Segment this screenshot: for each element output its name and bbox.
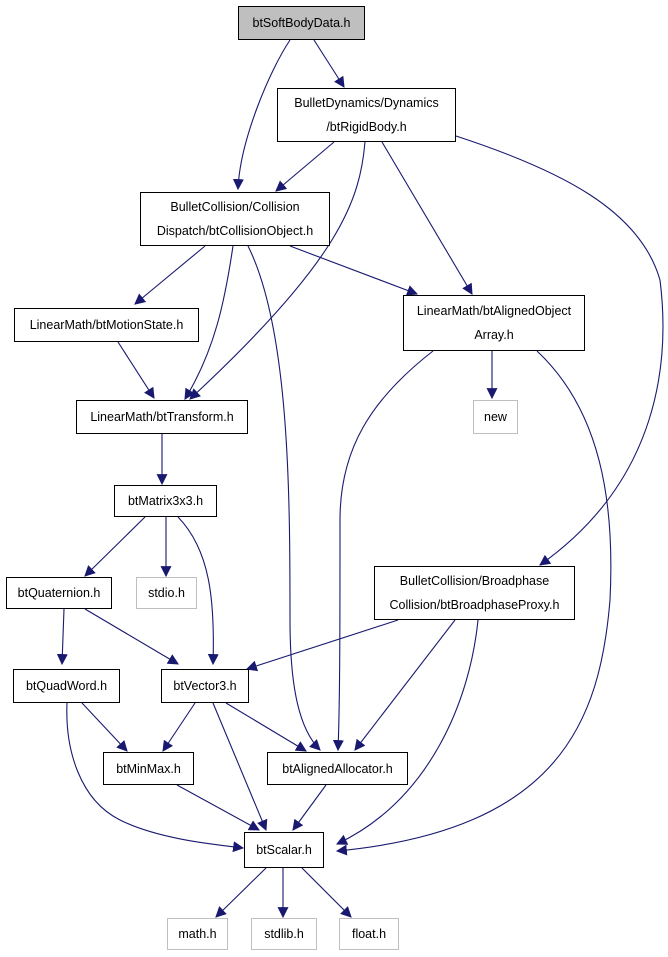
edge-vector3-to-minmax: [162, 702, 196, 752]
node-btscalar[interactable]: btScalar.h: [244, 832, 324, 868]
edge-alignedallocator-to-scalar: [292, 784, 327, 831]
edge-collisionobject-to-motionstate: [134, 245, 206, 305]
edge-softbody-to-rigidbody: [313, 39, 345, 88]
edge-alignedobjectarray-to-alignedallocator: [332, 350, 434, 752]
node-stdlib[interactable]: stdlib.h: [251, 918, 317, 950]
node-btquaternion[interactable]: btQuaternion.h: [6, 577, 112, 609]
node-float[interactable]: float.h: [339, 918, 399, 950]
edge-rigidbody-to-alignedobjectarray: [381, 141, 473, 295]
edge-collisionobject-to-alignedobjectarray: [289, 245, 419, 296]
edge-minmax-to-scalar: [176, 784, 260, 831]
edge-broadphaseproxy-to-alignedallocator: [354, 619, 456, 751]
edge-collisionobject-to-alignedallocator: [247, 245, 321, 751]
edge-scalar-to-math: [215, 867, 267, 918]
edge-quaternion-to-quadword: [56, 608, 68, 666]
node-btrigidbody[interactable]: BulletDynamics/Dynamics /btRigidBody.h: [277, 88, 456, 142]
edge-softbody-to-collisionobject: [232, 39, 291, 191]
node-btmatrix3x3[interactable]: btMatrix3x3.h: [114, 485, 217, 517]
node-btbroadphaseproxy[interactable]: BulletCollision/Broadphase Collision/btB…: [374, 566, 575, 620]
node-btalignedallocator[interactable]: btAlignedAllocator.h: [267, 752, 408, 785]
edge-vector3-to-scalar: [212, 702, 268, 832]
node-btsoftbodydata[interactable]: btSoftBodyData.h: [238, 6, 365, 40]
node-btmotionstate[interactable]: LinearMath/btMotionState.h: [14, 308, 199, 342]
edge-motionstate-to-transform: [117, 341, 155, 399]
edge-quaternion-to-vector3: [84, 608, 179, 665]
edge-alignedobjectarray-to-scalar: [335, 350, 612, 856]
edge-rigidbody-to-broadphaseproxy: [455, 135, 664, 566]
node-new[interactable]: new: [473, 400, 518, 434]
edge-matrix3x3-to-quaternion: [84, 516, 146, 577]
edge-quadword-to-minmax: [81, 702, 128, 752]
edge-rigidbody-to-transform: [189, 141, 366, 400]
node-btalignedobjectarray[interactable]: LinearMath/btAlignedObject Array.h: [403, 295, 585, 351]
node-btminmax[interactable]: btMinMax.h: [103, 752, 194, 785]
node-btcollisionobject[interactable]: BulletCollision/Collision Dispatch/btCol…: [140, 192, 330, 246]
edge-rigidbody-to-collisionobject: [275, 141, 335, 192]
node-btvector3[interactable]: btVector3.h: [161, 669, 249, 703]
edge-quadword-to-scalar: [66, 702, 245, 853]
edge-broadphaseproxy-to-vector3: [245, 619, 399, 672]
node-stdio[interactable]: stdio.h: [136, 577, 197, 609]
node-math[interactable]: math.h: [167, 918, 228, 950]
edge-scalar-to-float: [301, 867, 352, 918]
edge-broadphaseproxy-to-scalar: [336, 619, 479, 845]
edge-matrix3x3-to-vector3: [177, 516, 219, 666]
edge-collisionobject-to-transform: [184, 245, 234, 400]
node-btquadword[interactable]: btQuadWord.h: [13, 669, 120, 703]
edge-vector3-to-alignedallocator: [225, 702, 307, 752]
node-bttransform[interactable]: LinearMath/btTransform.h: [76, 400, 248, 434]
